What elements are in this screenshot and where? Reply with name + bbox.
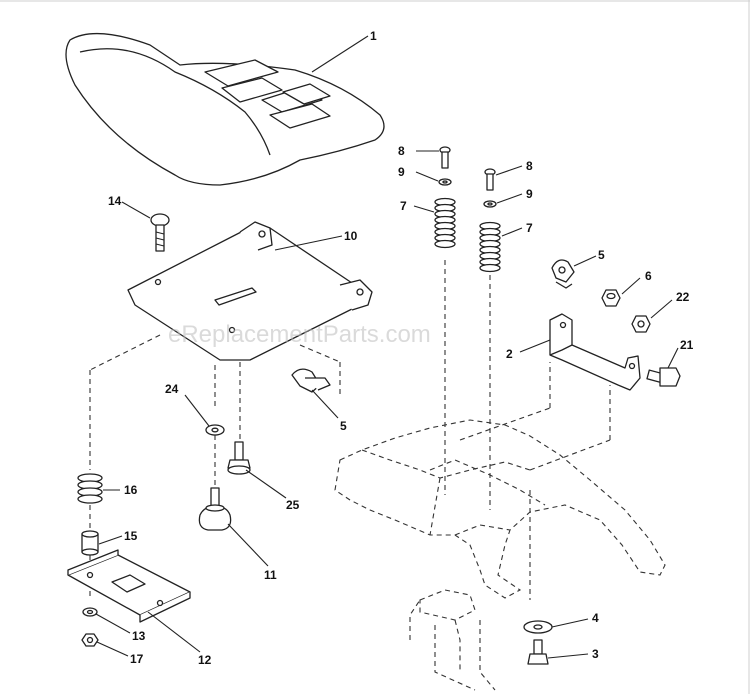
callout-24: 24 (165, 382, 179, 396)
seat-part-1[interactable] (65, 32, 385, 186)
callout-12: 12 (198, 653, 212, 667)
bolt-part-8-left[interactable] (439, 146, 451, 169)
seat-pan-part-10[interactable] (127, 221, 373, 361)
callout-6: 6 (645, 269, 652, 283)
callout-15: 15 (124, 529, 138, 543)
callout-3: 3 (592, 647, 599, 661)
callout-11: 11 (264, 568, 277, 582)
callout-4: 4 (592, 611, 599, 625)
washer-part-13[interactable] (82, 607, 98, 617)
washer-part-9-right[interactable] (483, 200, 497, 208)
lock-nut-part-22[interactable] (631, 315, 651, 333)
callout-5-left: 5 (340, 419, 347, 433)
callout-7-right: 7 (526, 221, 533, 235)
clip-part-5-right[interactable] (551, 259, 575, 289)
mounting-bracket-part-2[interactable] (549, 313, 641, 391)
carriage-bolt-part-14[interactable] (150, 213, 170, 252)
watermark-text: eReplacementParts.com (168, 321, 431, 348)
callout-22: 22 (676, 290, 690, 304)
callout-9-left: 9 (398, 165, 405, 179)
nut-part-6[interactable] (601, 289, 621, 307)
spring-part-16[interactable] (77, 473, 103, 504)
washer-part-9-left[interactable] (438, 178, 452, 186)
callout-13: 13 (132, 629, 146, 643)
washer-part-24[interactable] (205, 424, 225, 436)
bolt-part-21[interactable] (646, 367, 681, 387)
spring-part-7-right[interactable] (479, 221, 501, 273)
spring-part-7-left[interactable] (434, 197, 456, 249)
callout-17: 17 (130, 652, 144, 666)
bolt-part-3[interactable] (527, 639, 549, 665)
callout-1: 1 (370, 29, 377, 43)
bolt-part-8-right[interactable] (484, 168, 496, 191)
callout-16: 16 (124, 483, 138, 497)
callout-25: 25 (286, 498, 300, 512)
callout-21: 21 (680, 338, 694, 352)
knob-part-11[interactable] (198, 487, 232, 531)
washer-part-4[interactable] (523, 620, 553, 634)
callout-labels: 1 10 14 8 9 7 8 9 7 5 6 22 2 21 5 24 25 … (108, 29, 694, 667)
callout-9-right: 9 (526, 187, 533, 201)
bushing-part-15[interactable] (81, 530, 99, 556)
callout-8-right: 8 (526, 159, 533, 173)
callout-5-right: 5 (598, 248, 605, 262)
clip-part-5-left[interactable] (291, 368, 331, 393)
leader-lines (95, 35, 679, 659)
tractor-frame-outline (334, 419, 666, 691)
callout-8-left: 8 (398, 144, 405, 158)
shoulder-bolt-part-25[interactable] (227, 441, 251, 475)
alignment-lines (89, 260, 611, 600)
callout-14: 14 (108, 194, 122, 208)
slide-bracket-part-12[interactable] (67, 549, 191, 623)
callout-7-left: 7 (400, 199, 407, 213)
nut-part-17[interactable] (81, 633, 99, 647)
callout-2: 2 (506, 347, 513, 361)
callout-10: 10 (344, 229, 358, 243)
